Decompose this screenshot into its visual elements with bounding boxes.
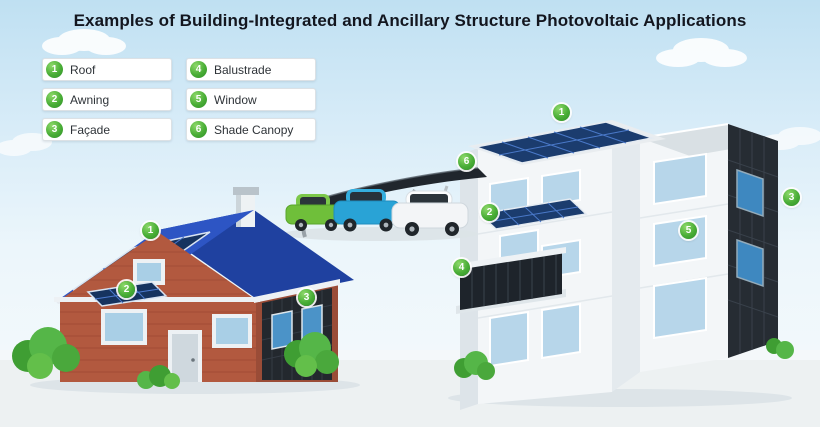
page-title: Examples of Building-Integrated and Anci…	[73, 11, 747, 30]
legend-item-balustrade: 4 Balustrade	[186, 58, 316, 81]
marker-house-awning: 2	[118, 281, 135, 298]
bush	[12, 327, 339, 389]
legend-label: Balustrade	[214, 62, 272, 77]
legend-number-badge: 1	[46, 61, 63, 78]
car-blue	[333, 189, 401, 232]
house-gable	[60, 232, 256, 300]
legend-item-window: 5 Window	[186, 88, 316, 111]
car-green	[285, 194, 345, 231]
carport	[282, 167, 487, 241]
legend-label: Window	[214, 92, 257, 107]
legend-label: Shade Canopy	[214, 122, 294, 137]
house-window	[212, 314, 252, 348]
legend-label: Façade	[70, 122, 111, 137]
legend-label: Awning	[70, 92, 110, 107]
marker-shade-canopy: 6	[458, 153, 475, 170]
car-white	[391, 190, 469, 236]
legend: 1 Roof 4 Balustrade 2 Awning 5 Window 3 …	[42, 58, 320, 141]
marker-house-facade: 3	[298, 289, 315, 306]
legend-item-shade-canopy: 6 Shade Canopy	[186, 118, 316, 141]
marker-building-facade: 3	[783, 189, 800, 206]
building	[448, 120, 794, 410]
legend-label: Roof	[70, 62, 96, 77]
legend-number-badge: 6	[190, 121, 207, 138]
house	[12, 187, 360, 394]
legend-item-roof: 1 Roof	[42, 58, 172, 81]
legend-item-facade: 3 Façade	[42, 118, 172, 141]
building-roof-panels	[468, 120, 666, 165]
legend-item-awning: 2 Awning	[42, 88, 172, 111]
building-dark-facade	[727, 124, 779, 358]
legend-number-badge: 3	[46, 121, 63, 138]
marker-building-window: 5	[680, 222, 697, 239]
house-door	[168, 330, 202, 382]
legend-number-badge: 5	[190, 91, 207, 108]
legend-number-badge: 4	[190, 61, 207, 78]
marker-house-roof: 1	[142, 222, 159, 239]
marker-building-balustrade: 4	[453, 259, 470, 276]
bush	[454, 338, 794, 380]
building-awning-panel	[478, 198, 588, 230]
marker-building-roof: 1	[553, 104, 570, 121]
house-window	[101, 309, 147, 345]
legend-number-badge: 2	[46, 91, 63, 108]
building-balustrade-panel	[456, 247, 566, 314]
marker-building-awning: 2	[481, 204, 498, 221]
